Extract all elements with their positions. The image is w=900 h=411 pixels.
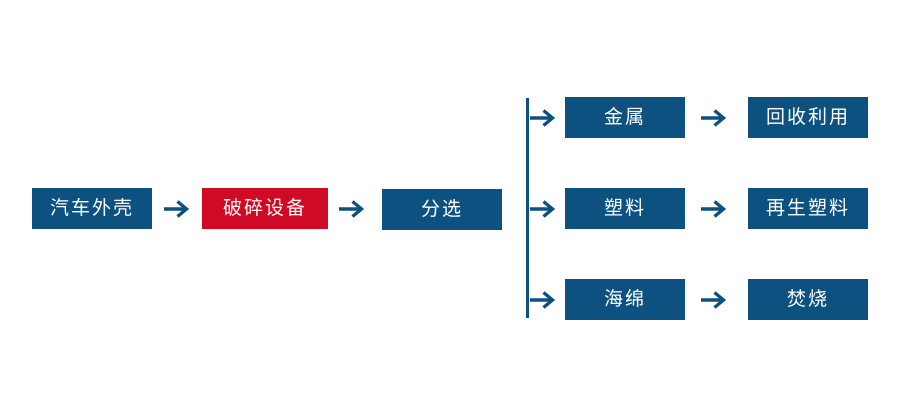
node-metal[interactable]: 金属 — [565, 97, 685, 138]
node-sorting[interactable]: 分选 — [382, 189, 502, 230]
node-recycle-label: 回收利用 — [765, 106, 850, 128]
branch-trunk-line — [526, 98, 529, 318]
node-shell[interactable]: 汽车外壳 — [32, 188, 152, 229]
arrow-right-icon — [700, 286, 730, 314]
arrow-right-icon — [700, 195, 730, 223]
arrow-right-icon — [529, 286, 559, 314]
node-sponge-label: 海绵 — [603, 288, 646, 310]
node-plastic[interactable]: 塑料 — [565, 188, 685, 229]
arrow-right-icon — [529, 104, 559, 132]
arrow-right-icon — [163, 195, 193, 223]
node-sorting-label: 分选 — [420, 198, 463, 220]
arrow-right-icon — [529, 195, 559, 223]
node-incinerate[interactable]: 焚烧 — [748, 279, 868, 320]
node-metal-label: 金属 — [603, 106, 646, 128]
node-incinerate-label: 焚烧 — [786, 288, 829, 310]
node-sponge[interactable]: 海绵 — [565, 279, 685, 320]
node-plastic-label: 塑料 — [603, 197, 646, 219]
node-replastic-label: 再生塑料 — [765, 197, 850, 219]
node-shell-label: 汽车外壳 — [49, 197, 134, 219]
node-crusher[interactable]: 破碎设备 — [202, 188, 328, 229]
node-crusher-label: 破碎设备 — [222, 197, 307, 219]
arrow-right-icon — [700, 104, 730, 132]
node-recycle[interactable]: 回收利用 — [748, 97, 868, 138]
arrow-right-icon — [338, 195, 368, 223]
node-replastic[interactable]: 再生塑料 — [748, 188, 868, 229]
